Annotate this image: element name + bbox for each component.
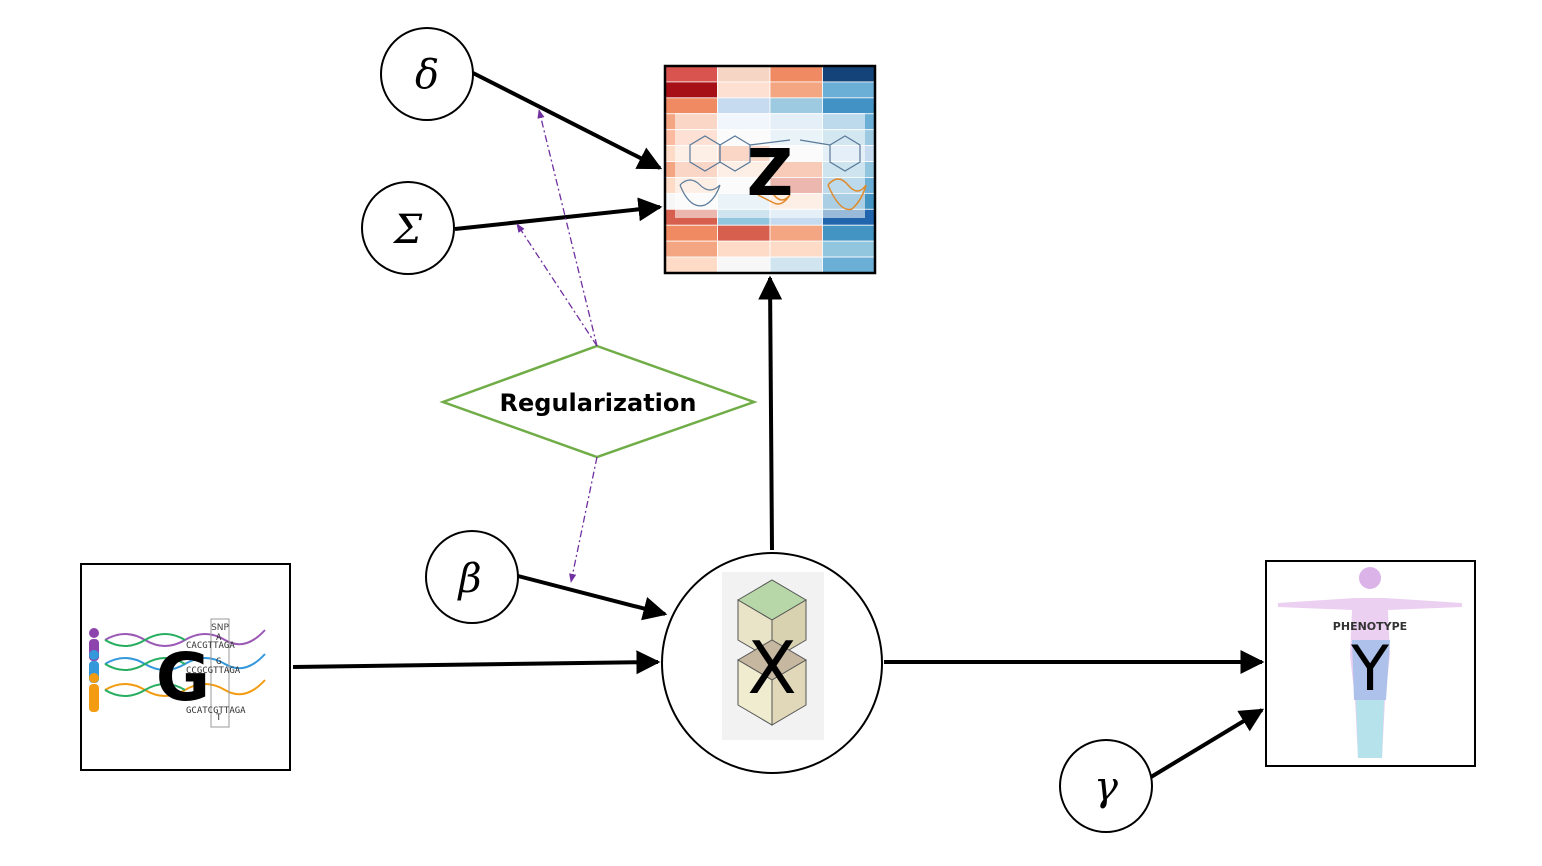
sigma-label: Σ xyxy=(392,207,423,253)
delta-label: δ xyxy=(415,52,439,98)
heatmap-cell xyxy=(664,97,718,115)
edge-regularization-to-sigma xyxy=(516,223,598,347)
human-body-icon xyxy=(1278,567,1462,758)
dna-strands-icon xyxy=(104,629,266,697)
rubiks-cube-icon xyxy=(722,572,824,740)
heatmap-cell xyxy=(717,224,771,242)
x-node: X xyxy=(661,552,883,774)
sequence-row-2: CCGCGTTAGA xyxy=(186,666,241,676)
z-label: Z xyxy=(747,137,793,211)
heatmap-cell xyxy=(822,240,876,258)
z-frame xyxy=(663,64,877,275)
heatmap-cell xyxy=(822,256,876,274)
sequence-row-3: GCATCGTTAGA xyxy=(186,706,246,716)
sequence-row-1: CACGTTAGA xyxy=(186,641,235,651)
heatmap-cell xyxy=(769,240,823,258)
heatmap-cell xyxy=(717,81,771,99)
heatmap-cell xyxy=(664,240,718,258)
snp-base-1: A xyxy=(216,633,222,643)
heatmap-cell xyxy=(717,97,771,115)
edge-delta-to-z xyxy=(472,71,663,170)
x-circle-border xyxy=(661,552,883,774)
edge-gamma-to-y xyxy=(1149,708,1265,779)
gamma-circle xyxy=(1059,739,1153,833)
y-label: Y xyxy=(1350,632,1389,705)
beta-node: β xyxy=(425,530,519,624)
protein-icon xyxy=(757,178,867,211)
g-label: G xyxy=(156,639,210,716)
snp-base-2: G xyxy=(216,657,221,667)
heatmap-cell xyxy=(664,224,718,242)
edge-regularization-to-delta xyxy=(537,109,598,347)
molecule-icon xyxy=(679,135,861,207)
sigma-circle xyxy=(361,181,455,275)
heatmap-cell xyxy=(822,65,876,83)
regularization-label: Regularization xyxy=(500,389,697,417)
z-node: Z xyxy=(663,64,877,275)
x-label: X xyxy=(747,626,796,710)
edge-beta-to-x xyxy=(517,574,668,621)
snp-box xyxy=(210,618,230,728)
y-node: PHENOTYPE Y xyxy=(1265,560,1476,767)
gamma-label: γ xyxy=(1094,764,1118,810)
edge-sigma-to-z xyxy=(454,197,663,231)
people-icon xyxy=(89,628,99,712)
edge-regularization-to-beta xyxy=(569,456,598,583)
g-frame xyxy=(80,563,291,771)
edge-g-to-x xyxy=(292,650,661,675)
delta-node: δ xyxy=(380,27,474,121)
heatmap-cell xyxy=(769,97,823,115)
heatmap-cell xyxy=(822,224,876,242)
snp-label: SNP xyxy=(211,623,229,633)
g-node: SNP CACGTTAGA CCGCGTTAGA GCATCGTTAGA A G… xyxy=(80,563,291,771)
heatmap-cell xyxy=(664,81,718,99)
heatmap-cell xyxy=(769,224,823,242)
heatmap-cell xyxy=(664,256,718,274)
heatmap-cell xyxy=(769,65,823,83)
snp-base-3: T xyxy=(216,713,222,723)
sigma-node: Σ xyxy=(361,181,455,275)
beta-label: β xyxy=(456,556,481,602)
heatmap-cell xyxy=(717,256,771,274)
heatmap-cell xyxy=(717,65,771,83)
heatmap-cell xyxy=(822,81,876,99)
edge-x-to-z xyxy=(758,275,783,551)
phenotype-caption: PHENOTYPE xyxy=(1333,620,1407,633)
heatmap-cell xyxy=(664,65,718,83)
heatmap-cell xyxy=(769,81,823,99)
edges xyxy=(292,71,1265,779)
gamma-node: γ xyxy=(1059,739,1153,833)
regularization-node: Regularization xyxy=(439,344,758,459)
heatmap-cell xyxy=(822,97,876,115)
heatmap-cell xyxy=(717,240,771,258)
heatmap-cell xyxy=(769,256,823,274)
